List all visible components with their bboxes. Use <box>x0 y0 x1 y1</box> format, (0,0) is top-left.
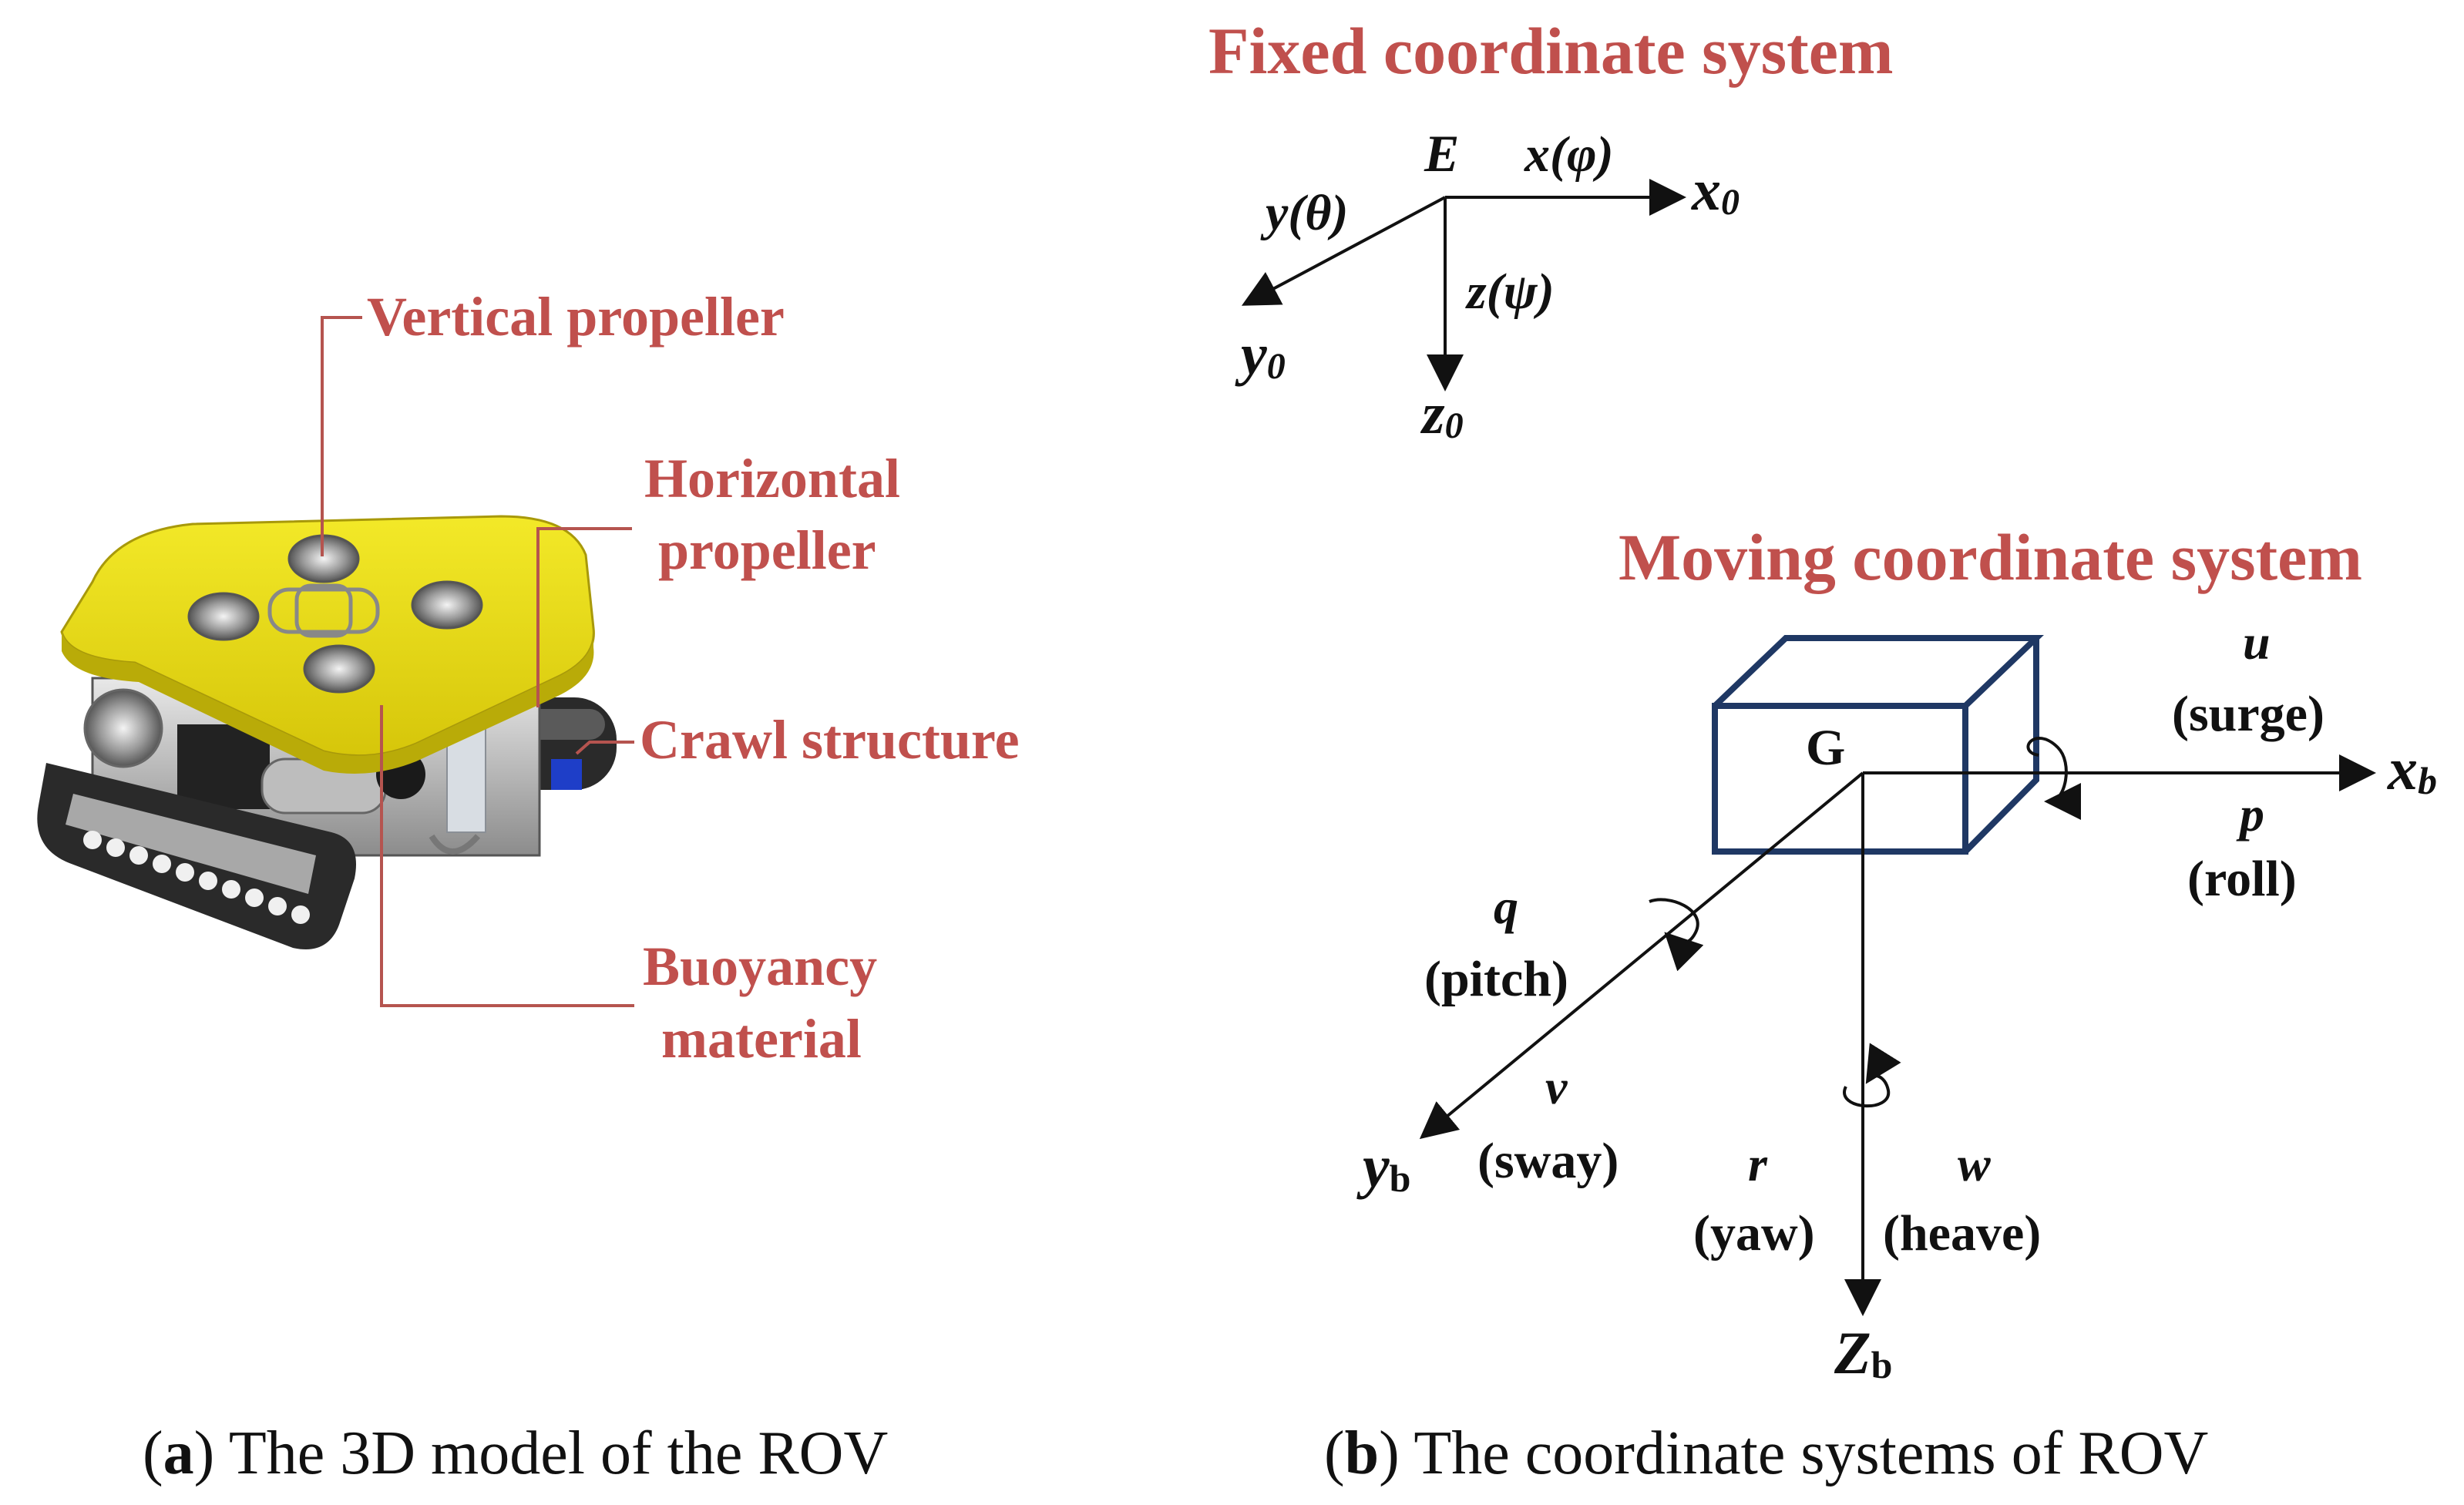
label-buoyancy-line2: material <box>661 1008 862 1070</box>
label-crawl-structure: Crawl structure <box>640 709 1020 771</box>
caption-a: (a) The 3D model of the ROV <box>143 1419 888 1487</box>
leader-buoyancy <box>380 705 634 1007</box>
left-crawl-track <box>37 763 356 949</box>
fixed-axes <box>1241 179 1686 391</box>
heave-symbol: w <box>1958 1137 1991 1191</box>
caption-b: (b) The coordinate systems of ROV <box>1324 1419 2208 1487</box>
fixed-x0-label: x0 <box>1691 158 1740 223</box>
body-box <box>1712 635 2044 855</box>
fixed-y-axis <box>1241 196 1446 306</box>
fixed-z0-label: z0 <box>1420 381 1464 446</box>
label-buoyancy-line1: Buoyancy <box>643 936 877 997</box>
leader-vertical-propeller <box>321 316 362 556</box>
heave-label: (heave) <box>1883 1205 2041 1261</box>
leader-lines <box>321 316 634 1007</box>
pitch-rotation-arrow <box>1649 898 1704 972</box>
roll-rotation-arrow <box>2026 737 2082 820</box>
moving-system-title: Moving coordinate system <box>1619 520 2362 594</box>
fixed-x-motion-label: x(φ) <box>1524 126 1614 183</box>
fixed-system-title: Fixed coordinate system <box>1208 14 1894 88</box>
fixed-origin-label: E <box>1424 124 1459 183</box>
leader-crawl-structure <box>575 741 634 755</box>
surge-label: (surge) <box>2172 686 2324 742</box>
moving-labels: G u (surge) p (roll) xb q (pitch) v (swa… <box>1356 615 2437 1386</box>
yaw-rotation-arrow <box>1843 1043 1901 1107</box>
yaw-label: (yaw) <box>1693 1205 1815 1261</box>
pitch-label: (pitch) <box>1424 951 1568 1007</box>
yaw-symbol: r <box>1748 1137 1768 1191</box>
caption-b-letter: b <box>1345 1419 1380 1487</box>
sway-label: (sway) <box>1477 1133 1619 1189</box>
rotation-arrows <box>1649 737 2082 1107</box>
fixed-labels: E x(φ) y(θ) z(ψ) x0 y0 z0 <box>1235 124 1740 446</box>
roll-symbol: p <box>2236 787 2264 842</box>
moving-y-axis <box>1419 771 1864 1140</box>
surge-symbol: u <box>2243 615 2271 670</box>
label-vertical-propeller: Vertical propeller <box>367 286 785 348</box>
rov-model <box>37 515 617 949</box>
fixed-z-motion-label: z(ψ) <box>1465 264 1555 320</box>
caption-a-letter: a <box>163 1419 194 1487</box>
pitch-symbol: q <box>1494 879 1518 934</box>
fixed-y-motion-label: y(θ) <box>1260 185 1349 241</box>
fixed-y0-label: y0 <box>1235 322 1286 387</box>
box-top-face <box>1713 635 2044 708</box>
moving-origin-label: G <box>1806 720 1845 776</box>
zb-label: Zb <box>1834 1319 1892 1386</box>
sway-symbol: v <box>1545 1060 1568 1114</box>
label-horizontal-propeller-line2: propeller <box>658 519 876 581</box>
moving-axes <box>1419 754 2376 1316</box>
panel-a-labels: Vertical propeller Horizontal propeller … <box>367 286 1020 1070</box>
xb-label: xb <box>2387 735 2437 802</box>
yb-label: yb <box>1356 1133 1410 1200</box>
leader-horizontal-propeller <box>536 527 632 707</box>
box-side-face <box>1963 638 2039 854</box>
roll-label: (roll) <box>2187 851 2297 907</box>
label-horizontal-propeller-line1: Horizontal <box>644 448 900 509</box>
